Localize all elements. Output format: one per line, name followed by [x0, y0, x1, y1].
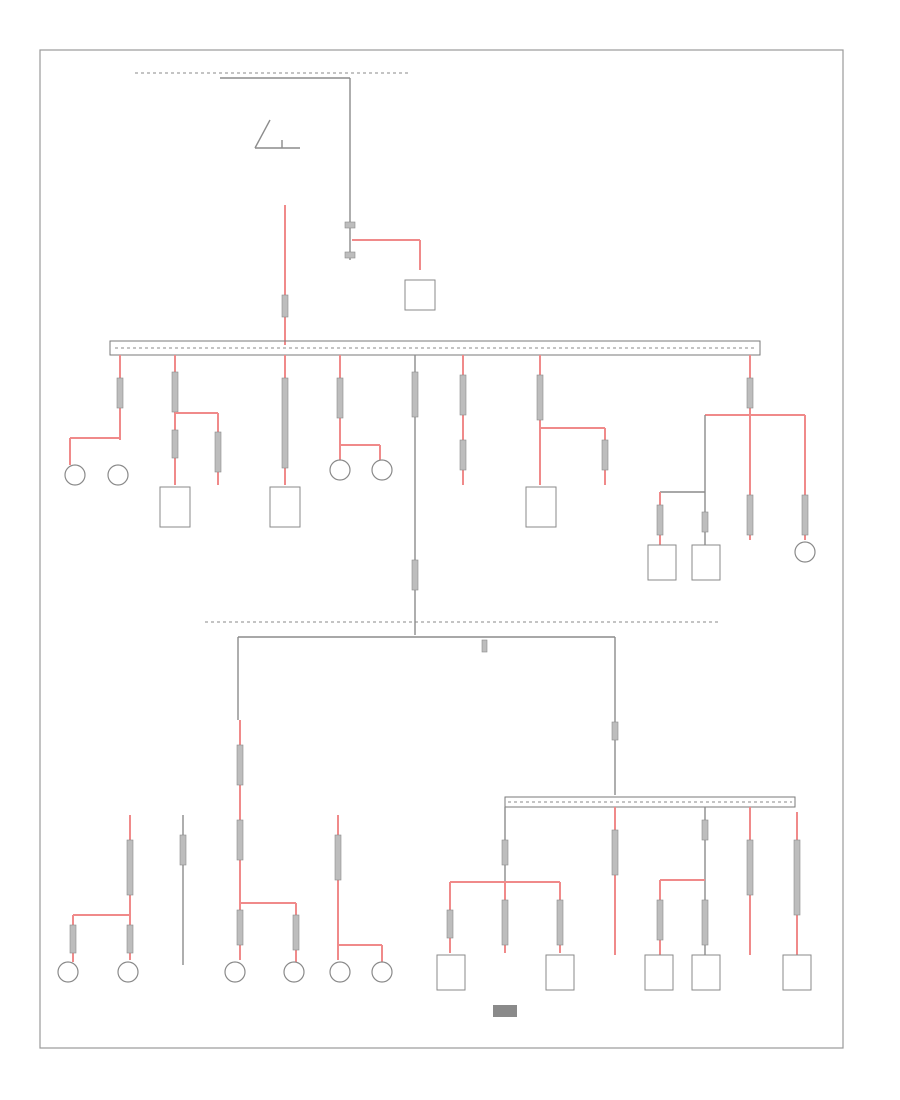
component-box — [782, 954, 812, 991]
bus-drop-6 — [536, 355, 609, 485]
component-box — [436, 954, 466, 991]
lamp — [117, 961, 139, 983]
component-box — [545, 954, 575, 991]
lamp — [107, 464, 129, 486]
component-box — [159, 486, 191, 528]
lamp — [57, 961, 79, 983]
secondary-drop-3 — [656, 807, 709, 955]
bus-drop-3 — [281, 355, 289, 485]
diagram-frame — [39, 49, 844, 1049]
lower-drop-b — [179, 815, 187, 965]
bus-drop-5 — [459, 355, 467, 485]
component-box — [525, 486, 557, 528]
component-box — [644, 954, 674, 991]
component-box — [691, 954, 721, 991]
lower-drop-c — [334, 815, 383, 962]
bus-drop-4 — [336, 355, 381, 460]
secondary-drop-1 — [446, 807, 564, 953]
connector — [236, 909, 244, 946]
secondary-drop-2 — [611, 807, 619, 955]
lamp — [64, 464, 86, 486]
lamp — [329, 459, 351, 481]
lower-drop-a — [69, 815, 134, 962]
lamp — [329, 961, 351, 983]
secondary-drop-4 — [746, 807, 754, 955]
relay-box — [404, 279, 436, 311]
lamp — [283, 961, 305, 983]
connector — [411, 559, 419, 591]
connector — [281, 294, 289, 318]
connector — [236, 744, 244, 786]
ignition-switch-symbol — [254, 119, 300, 149]
component-box — [691, 544, 721, 581]
lamp — [371, 459, 393, 481]
bus-drop-1 — [116, 355, 124, 440]
component-box — [647, 544, 677, 581]
connector — [344, 251, 356, 259]
connector — [236, 819, 244, 861]
connector — [411, 371, 419, 418]
connector — [344, 221, 356, 229]
lamp — [224, 961, 246, 983]
component-box — [269, 486, 301, 528]
bus-drop-7 — [656, 355, 809, 545]
secondary-drop-5 — [793, 812, 801, 955]
lamp — [371, 961, 393, 983]
secondary-bus-bar — [504, 796, 796, 808]
connector — [292, 914, 300, 951]
main-bus-bar — [109, 340, 761, 356]
component-blot — [493, 1005, 517, 1017]
connector — [481, 639, 488, 653]
lamp — [794, 541, 816, 563]
connector — [611, 721, 619, 741]
bus-drop-2 — [171, 355, 222, 485]
